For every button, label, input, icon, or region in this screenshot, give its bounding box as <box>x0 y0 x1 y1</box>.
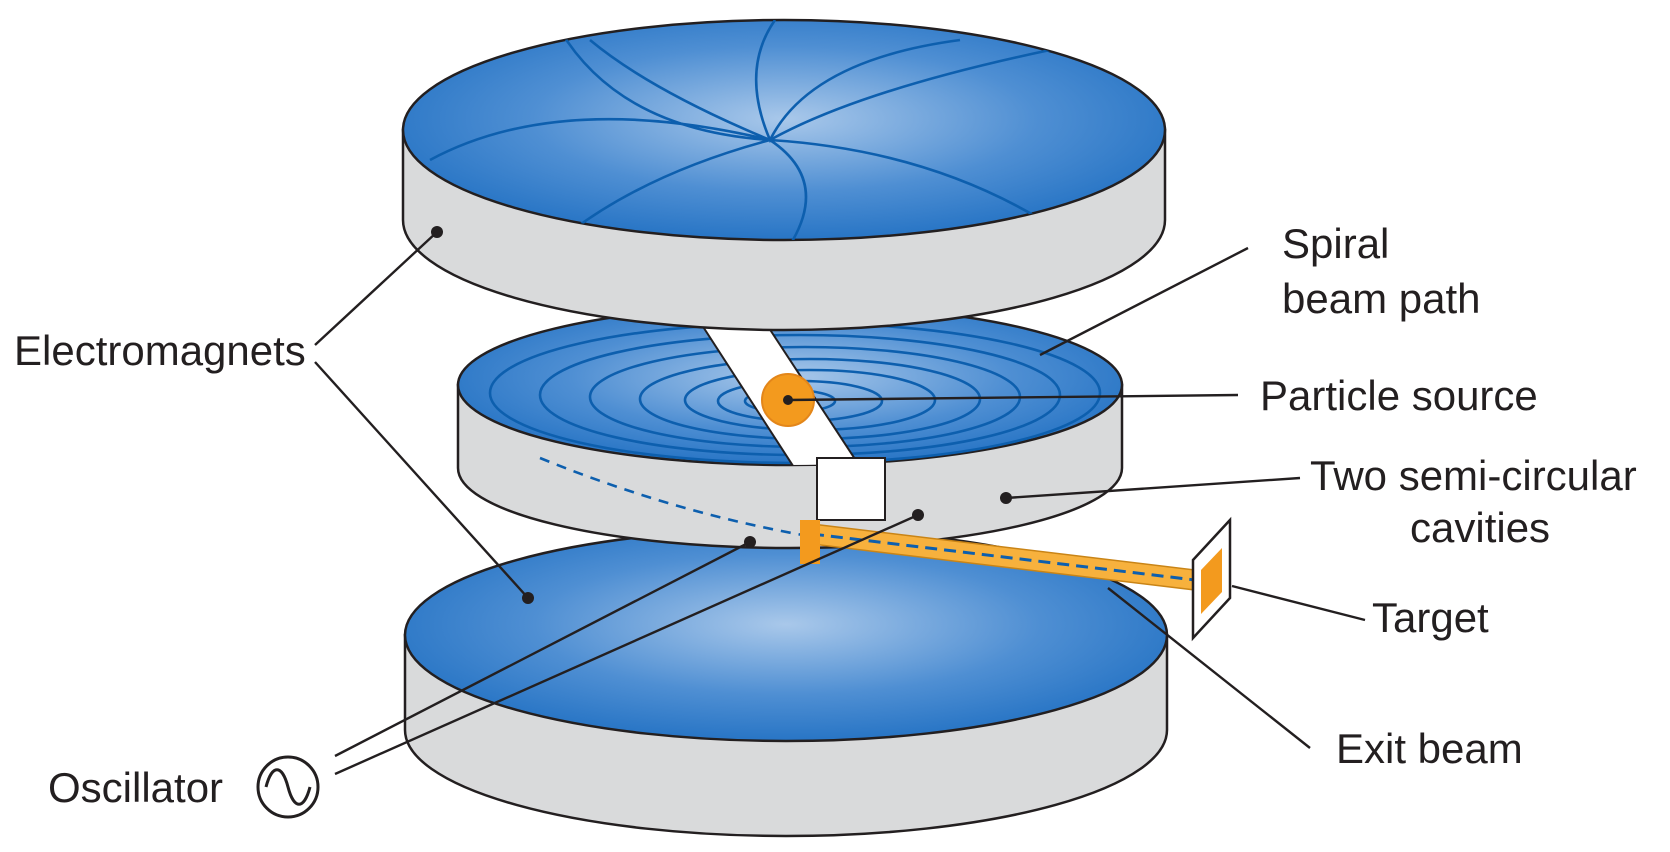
electromagnets-label: Electromagnets <box>14 327 306 374</box>
bottom-electromagnet <box>403 527 1169 838</box>
exit-beam-label: Exit beam <box>1336 725 1523 772</box>
target-label: Target <box>1372 594 1489 641</box>
beam-exit-port <box>800 520 820 564</box>
dee-cavities <box>456 303 1124 550</box>
leader-lines <box>314 226 1366 776</box>
field-lines <box>429 20 1051 240</box>
oscillator-label: Oscillator <box>48 764 223 811</box>
cavities-label-line2: cavities <box>1410 504 1550 551</box>
top-electromagnet <box>401 18 1167 332</box>
sine-wave-icon <box>256 755 320 819</box>
target-icon <box>1191 516 1232 642</box>
top-magnet-face <box>401 18 1167 242</box>
spiral-beam-path-label-line2: beam path <box>1282 275 1480 322</box>
spiral-beam-path-label-line1: Spiral <box>1282 220 1389 267</box>
particle-source-label: Particle source <box>1260 372 1538 419</box>
cavities-label-line1: Two semi-circular <box>1310 452 1637 499</box>
